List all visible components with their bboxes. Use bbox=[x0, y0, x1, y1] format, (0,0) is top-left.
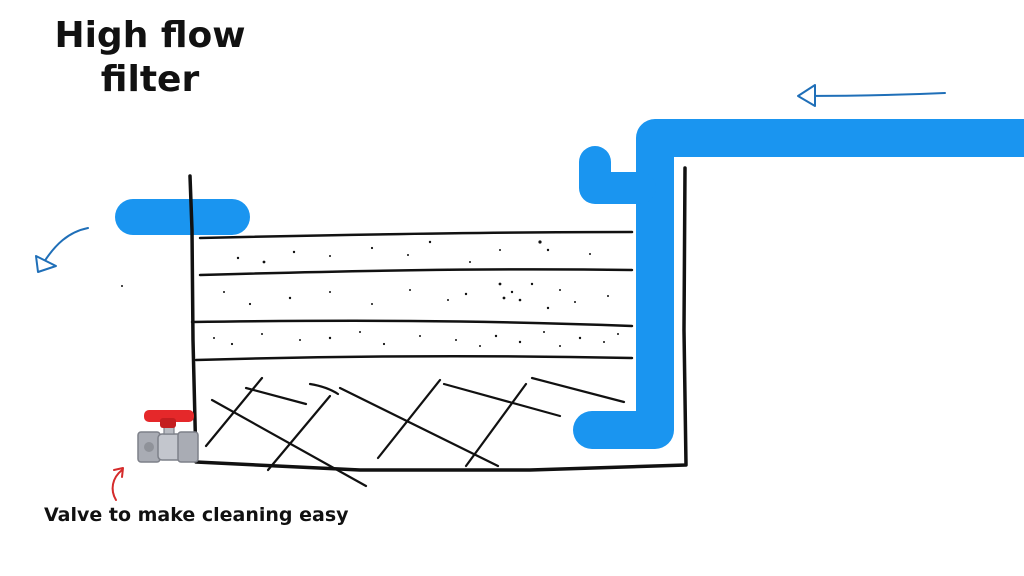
outlet-pipe bbox=[115, 199, 250, 235]
media-layer-lines bbox=[190, 230, 634, 362]
ball-valve-icon[interactable] bbox=[137, 410, 199, 463]
curved-arrow-up-icon bbox=[111, 467, 124, 501]
inlet-pipe bbox=[573, 119, 1024, 449]
support-grid bbox=[204, 376, 626, 488]
tank-outline bbox=[188, 166, 688, 472]
media-speckles bbox=[121, 240, 619, 347]
arrow-down-left-icon bbox=[35, 227, 89, 273]
valve-caption: Valve to make cleaning easy bbox=[44, 504, 349, 526]
diagram-title: High flow filter bbox=[40, 14, 260, 102]
title-line-1: High flow bbox=[54, 15, 246, 56]
title-line-2: filter bbox=[100, 59, 200, 100]
arrow-left-icon bbox=[797, 84, 946, 107]
